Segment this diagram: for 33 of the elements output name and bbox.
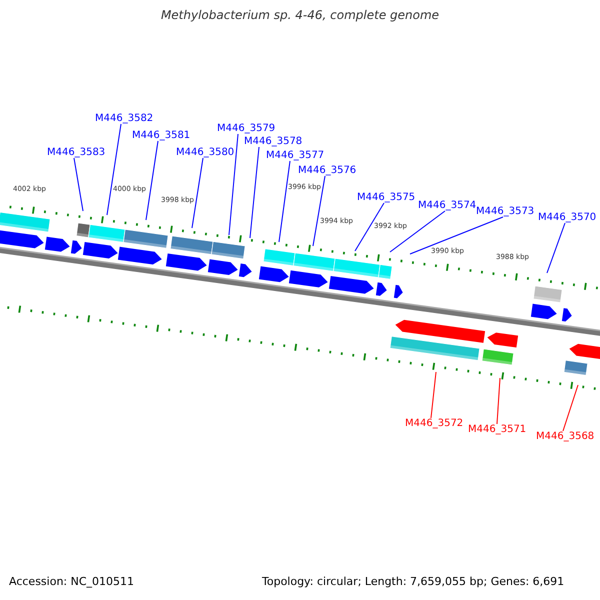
gene-label: M446_3575 (357, 192, 416, 203)
leader-line (562, 384, 578, 432)
gene-label: M446_3583 (47, 147, 106, 158)
gene-label: M446_3576 (298, 165, 356, 176)
gene-label: M446_3572 (405, 418, 464, 429)
gene-label: M446_3577 (266, 150, 324, 161)
leader-line (546, 222, 566, 274)
leader-line (354, 202, 384, 252)
gene-label: M446_3582 (95, 113, 154, 124)
gene-label: M446_3574 (418, 200, 476, 211)
genome-stats-text: Topology: circular; Length: 7,659,055 bp; Genes: 6,691 (262, 576, 564, 588)
gene-label: M446_3570 (538, 212, 596, 223)
leader-line (250, 146, 260, 238)
leader-line (410, 216, 504, 254)
leader-line (106, 124, 122, 216)
leader-line (390, 210, 446, 252)
leader-line (312, 176, 326, 246)
leader-line (146, 140, 158, 220)
leader-line (74, 158, 84, 212)
gene-label: M446_3580 (176, 147, 234, 158)
gene-label: M446_3568 (536, 431, 594, 442)
leader-line (496, 378, 500, 424)
leader-line (228, 134, 238, 236)
leader-line (430, 372, 436, 418)
leader-line (192, 158, 204, 228)
gene-label: M446_3573 (476, 206, 534, 217)
gene-label: M446_3579 (217, 123, 276, 134)
title: Methylobacterium sp. 4-46, complete genome (160, 9, 440, 22)
gene-label: M446_3578 (244, 136, 302, 147)
gene-label: M446_3581 (132, 130, 190, 141)
accession-text: Accession: NC_010511 (9, 576, 134, 588)
gene-label: M446_3571 (468, 424, 526, 435)
leader-line (278, 160, 290, 242)
